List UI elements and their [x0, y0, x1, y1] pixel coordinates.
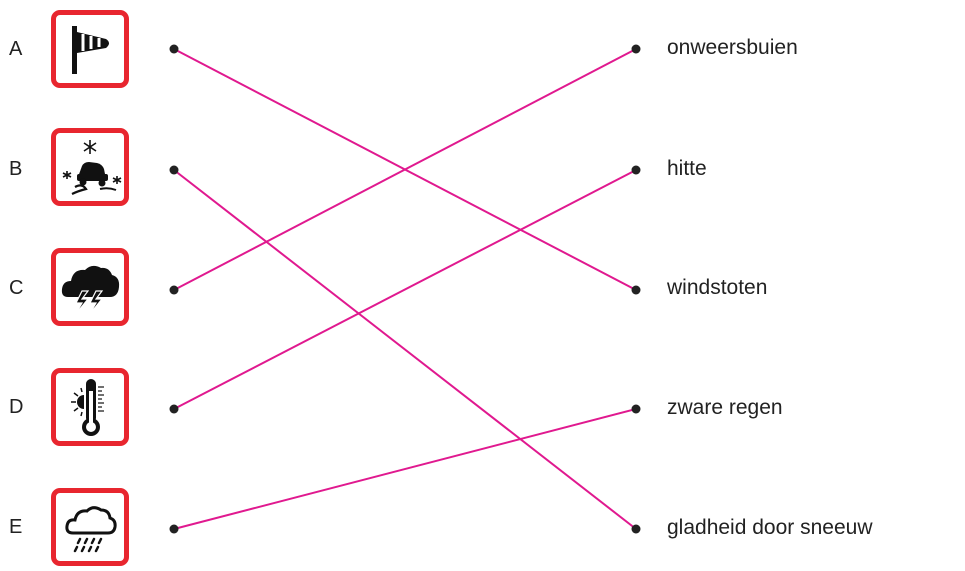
left-dot-b[interactable]: [169, 165, 179, 175]
thunderstorm-cloud-icon: [61, 265, 120, 316]
rain-cloud-icon: [65, 506, 117, 553]
icon-card-c: [51, 248, 129, 326]
left-dot-a[interactable]: [169, 44, 179, 54]
icon-card-b: [51, 128, 129, 206]
letter-b: B: [9, 158, 23, 180]
right-dot-1[interactable]: [631, 44, 641, 54]
answer-gladheid-door-sneeuw: gladheid door sneeuw: [667, 516, 873, 539]
right-dot-2[interactable]: [631, 165, 641, 175]
letter-a: A: [9, 38, 23, 60]
letter-d: D: [9, 396, 24, 418]
connection-line-c: [173, 48, 637, 291]
left-dot-d[interactable]: [169, 404, 179, 414]
letter-c: C: [9, 277, 24, 299]
left-dot-e[interactable]: [169, 524, 179, 534]
connection-line-d: [173, 169, 637, 410]
answer-windstoten: windstoten: [667, 276, 768, 299]
answer-zware-regen: zware regen: [667, 396, 783, 419]
answer-onweersbuien: onweersbuien: [667, 36, 798, 59]
connection-line-b: [173, 169, 637, 530]
answer-hitte: hitte: [667, 157, 707, 180]
right-dot-3[interactable]: [631, 285, 641, 295]
icon-card-a: [51, 10, 129, 88]
connection-line-e: [173, 408, 637, 530]
windsock-icon: [72, 26, 109, 74]
letter-e: E: [9, 516, 23, 538]
right-dot-4[interactable]: [631, 404, 641, 414]
icon-card-e: [51, 488, 129, 566]
right-dot-5[interactable]: [631, 524, 641, 534]
thermometer-sun-icon: [71, 379, 104, 436]
left-dot-c[interactable]: [169, 285, 179, 295]
icon-card-d: [51, 368, 129, 446]
slippery-car-snow-icon: [62, 140, 122, 195]
